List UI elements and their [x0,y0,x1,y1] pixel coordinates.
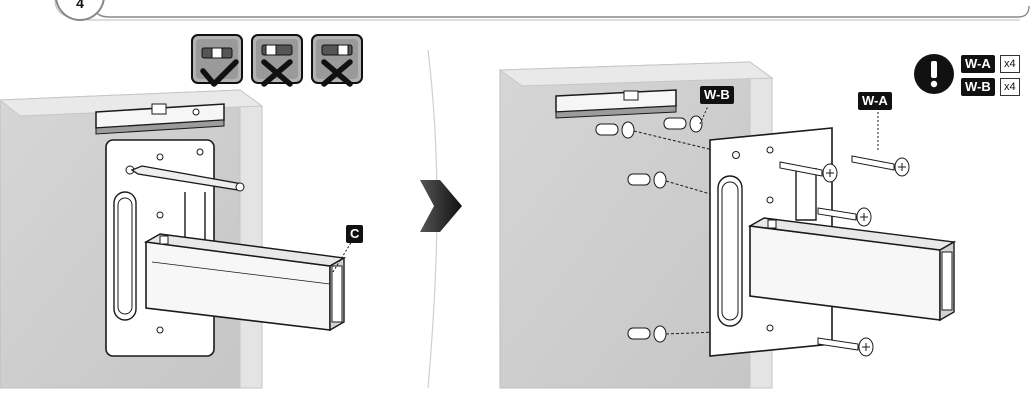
parts-note-code-1: W-A [961,55,995,73]
label-wall-anchor: W-B [700,86,734,104]
parts-note-qty-2: x4 [1000,78,1020,96]
wall-screw [852,156,909,176]
label-bracket-c: C [346,225,363,243]
level-tilted-right-icon [312,35,362,84]
label-wall-screw: W-A [858,92,892,110]
parts-note [914,54,954,94]
step-number: 4 [76,0,84,11]
wall-side [240,90,262,388]
level-tilted-left-icon [252,35,302,84]
next-step-arrow-icon [420,180,462,232]
level-check-icons [192,35,362,84]
wall-screw [818,338,873,356]
left-illustration [0,90,352,388]
step-header: 4 [55,0,1029,20]
right-illustration [500,62,954,388]
parts-note-qty-1: x4 [1000,55,1020,73]
parts-note-code-2: W-B [961,78,995,96]
step-number-badge: 4 [56,0,104,20]
level-ok-icon [192,35,242,84]
